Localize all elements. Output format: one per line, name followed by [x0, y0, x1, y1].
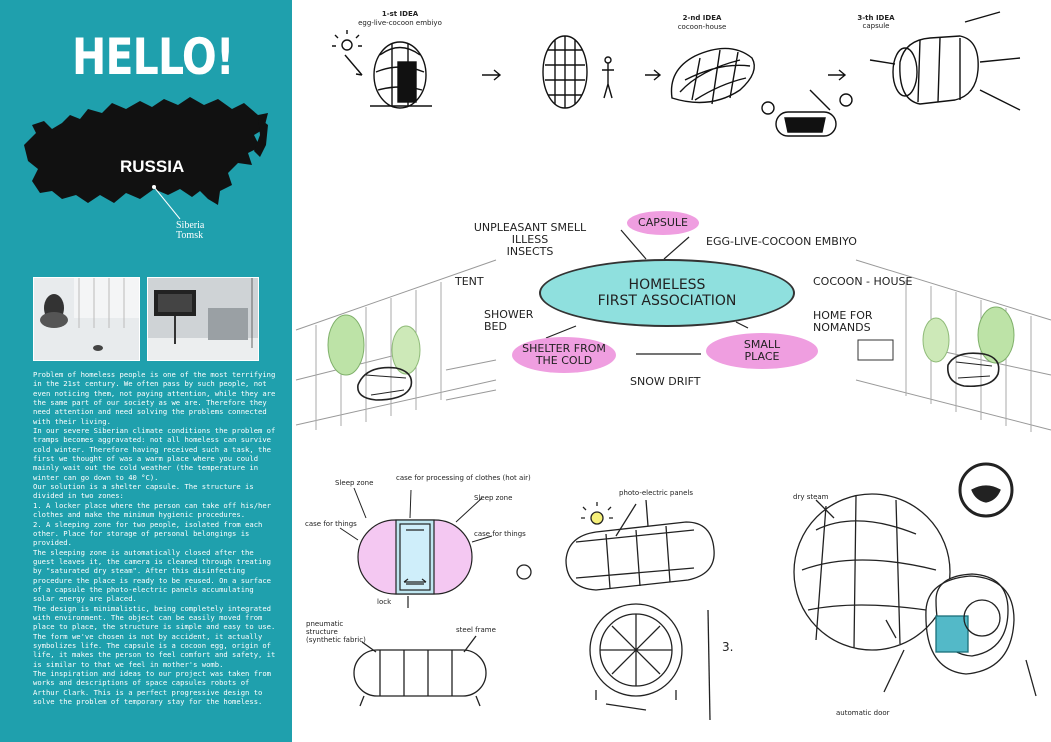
- mindmap-shower: SHOWER BED: [484, 309, 533, 333]
- mindmap-cocoon-house: COCOON - HOUSE: [813, 275, 913, 288]
- city-line-tomsk: Tomsk: [176, 230, 204, 241]
- idea-1-title: 1-st IDEA: [381, 10, 419, 18]
- description-paragraph: 2. A sleeping zone for two people, isola…: [33, 519, 263, 548]
- center-line-2: FIRST ASSOCIATION: [597, 293, 737, 309]
- pneumatic-line-2: structure: [306, 628, 338, 636]
- unpleasant-line-3: INSECTS: [506, 245, 554, 258]
- city-label: Siberia Tomsk: [176, 221, 204, 241]
- idea-1-subtitle: egg-live-cocoon embiyo: [358, 19, 442, 27]
- idea-2-subtitle: cocoon-house: [677, 23, 727, 31]
- idea-sketches: [332, 11, 1021, 137]
- small-place-line-2: PLACE: [744, 350, 780, 363]
- russia-map-shape: [24, 97, 268, 220]
- left-panel: HELLO! RUSSIA Siberia Tomsk: [0, 0, 292, 742]
- photo-street-sign: [147, 277, 259, 361]
- description-paragraph: The inspiration and ideas to our project…: [33, 669, 271, 707]
- description-paragraph: In our severe Siberian climate condition…: [33, 426, 276, 482]
- pneumatic-line-3: (synthetic fabric): [306, 636, 366, 644]
- project-description: Problem of homeless people is one of the…: [33, 370, 279, 706]
- photo-street-illustration: [148, 278, 258, 360]
- idea-3-subtitle: capsule: [862, 22, 890, 30]
- mindmap-capsule: CAPSULE: [627, 211, 699, 235]
- label-automatic-door: automatic door: [836, 709, 890, 717]
- shower-line-1: SHOWER: [484, 308, 534, 321]
- mindmap-snow-drift: SNOW DRIFT: [630, 375, 701, 388]
- city-line-siberia: Siberia: [176, 220, 205, 231]
- description-paragraph: Our solution is a shelter capsule. The s…: [33, 482, 254, 501]
- home-nomands-line-1: HOME FOR: [813, 309, 873, 322]
- idea-3-title: 3-th IDEA: [857, 14, 895, 22]
- mindmap-shelter: SHELTER FROM THE COLD: [512, 337, 616, 373]
- detail-sketches: [339, 462, 1037, 721]
- label-lock: lock: [377, 598, 392, 606]
- label-dry-steam: dry steam: [793, 493, 829, 501]
- mindmap-center-homeless: HOMELESS FIRST ASSOCIATION: [539, 259, 795, 327]
- label-steel-frame: steel frame: [456, 626, 496, 634]
- label-case-things-1: case for things: [305, 520, 357, 528]
- mindmap-unpleasant: UNPLEASANT SMELL ILLESS INSECTS: [468, 222, 592, 258]
- description-paragraph: The sleeping zone is automatically close…: [33, 547, 271, 604]
- mindmap-background: [295, 229, 1051, 432]
- hello-heading: HELLO!: [72, 28, 235, 86]
- photo-homeless-illustration: [34, 278, 139, 360]
- map-label-russia: RUSSIA: [120, 157, 185, 176]
- shower-line-2: BED: [484, 320, 507, 333]
- shelter-line-1: SHELTER FROM: [522, 342, 606, 355]
- mindmap-tent: TENT: [455, 275, 484, 288]
- unpleasant-line-1: UNPLEASANT SMELL: [473, 221, 587, 234]
- label-sleep-zone-2: Sleep zone: [474, 494, 513, 502]
- label-case-things-2: case for things: [474, 530, 526, 538]
- small-place-line-1: SMALL: [743, 338, 781, 351]
- description-paragraph: Problem of homeless people is one of the…: [33, 370, 276, 426]
- label-photo-panels: photo-electric panels: [619, 489, 693, 497]
- description-paragraph: The form we've chosen is not by accident…: [33, 631, 276, 669]
- unpleasant-line-2: ILLESS: [511, 233, 549, 246]
- home-nomands-line-2: NOMANDS: [813, 321, 871, 334]
- idea-2-title: 2-nd IDEA: [682, 14, 722, 22]
- description-paragraph: The design is minimalistic, being comple…: [33, 603, 276, 632]
- label-sketch-number: 3.: [722, 640, 734, 654]
- description-paragraph: 1. A locker place where the person can t…: [33, 500, 271, 520]
- mindmap-small-place: SMALL PLACE: [706, 333, 818, 369]
- russia-map: RUSSIA: [22, 95, 272, 245]
- label-pneumatic: pneumatic structure (synthetic fabric): [306, 620, 366, 644]
- shelter-line-2: THE COLD: [535, 354, 593, 367]
- label-sleep-zone-1: Sleep zone: [335, 479, 374, 487]
- mindmap-egg: EGG-LIVE-COCOON EMBIYO: [706, 235, 857, 248]
- pneumatic-line-1: pneumatic: [306, 620, 344, 628]
- photo-homeless-person: [33, 277, 140, 361]
- center-line-1: HOMELESS: [628, 277, 706, 293]
- mindmap-home-nomands: HOME FOR NOMANDS: [813, 310, 873, 334]
- label-case-processing: case for processing of clothes (hot air): [396, 474, 531, 482]
